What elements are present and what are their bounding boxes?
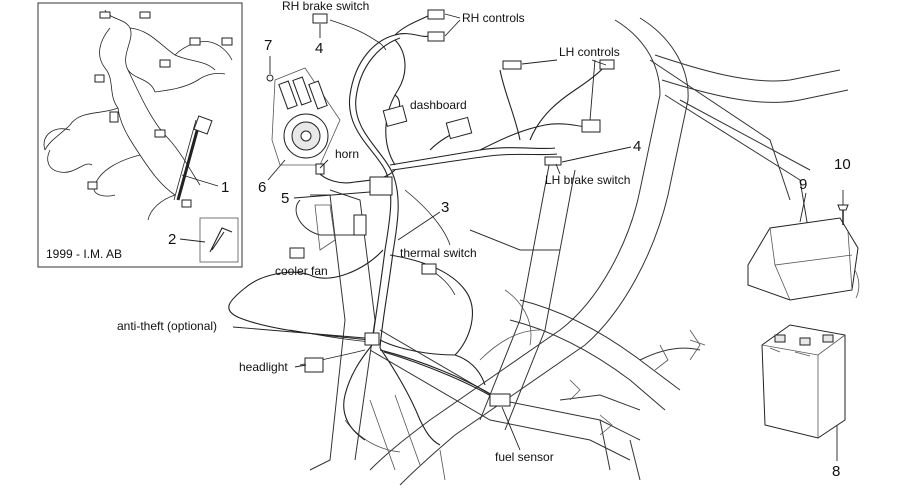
label-rh-controls: RH controls (462, 11, 525, 25)
callout-2: 2 (168, 231, 176, 248)
clip-subbox (199, 217, 239, 263)
battery (761, 324, 846, 439)
inset-harness-sketch (43, 9, 233, 221)
anti-theft-connector (364, 332, 380, 346)
headlight-connector (304, 357, 324, 373)
thermal-switch-connector (421, 263, 437, 275)
battery-cover (747, 217, 860, 301)
callout-6: 6 (258, 179, 266, 196)
rh-controls-connector-1 (427, 9, 445, 20)
labels: RH brake switch RH controls LH controls … (117, 0, 630, 464)
callout-1: 1 (221, 179, 229, 196)
clip-part-icon (209, 227, 233, 253)
label-cooler-fan: cooler fan (275, 264, 328, 278)
callout-8: 8 (832, 463, 840, 480)
callouts: 4 7 6 5 3 4 9 10 8 (258, 24, 851, 480)
horn-bracket-plate-1 (278, 80, 298, 110)
label-fuel-sensor: fuel sensor (495, 450, 554, 464)
callout-7: 7 (264, 37, 272, 54)
horn-assembly (266, 56, 341, 175)
fuel-sensor-connector (489, 393, 511, 407)
lh-controls-connector-2 (599, 59, 615, 70)
label-headlight: headlight (239, 360, 288, 374)
callout-3: 3 (441, 199, 449, 216)
callout-5: 5 (281, 190, 289, 207)
callout-9: 9 (799, 176, 807, 193)
dashboard-connector-2 (445, 116, 473, 140)
callout-10: 10 (834, 156, 851, 173)
label-lh-controls: LH controls (559, 45, 620, 59)
scooter-frame (295, 17, 849, 486)
rh-controls-connector-2 (427, 31, 445, 42)
label-horn: horn (335, 147, 359, 161)
label-lh-brake-switch: LH brake switch (545, 173, 630, 187)
connectors (289, 9, 615, 407)
cooler-fan-connector (289, 247, 305, 259)
main-harness (228, 14, 606, 446)
horn-bracket-plate-3 (308, 80, 328, 110)
callout-4-rh: 4 (315, 40, 323, 57)
rh-brake-switch-connector (312, 13, 328, 24)
relay-5 (369, 176, 393, 196)
lh-controls-connector-3 (581, 119, 601, 133)
lh-controls-connector-1 (502, 60, 522, 70)
inset-frame (37, 2, 243, 268)
harness-clip (353, 214, 367, 236)
dashboard-connector-1 (382, 105, 408, 127)
label-rh-brake-switch: RH brake switch (282, 0, 369, 13)
callout-4-lh: 4 (633, 138, 641, 155)
screw-10 (837, 190, 849, 225)
lh-brake-switch-connector (544, 156, 562, 166)
bolt-7 (266, 74, 274, 82)
label-thermal-switch: thermal switch (400, 246, 477, 260)
inset-caption: 1999 - I.M. AB (46, 247, 122, 261)
inset-panel: 1 2 1999 - I.M. AB (37, 2, 243, 268)
label-anti-theft: anti-theft (optional) (117, 319, 217, 333)
horn-bracket-plate-2 (292, 76, 312, 106)
label-dashboard: dashboard (410, 98, 467, 112)
